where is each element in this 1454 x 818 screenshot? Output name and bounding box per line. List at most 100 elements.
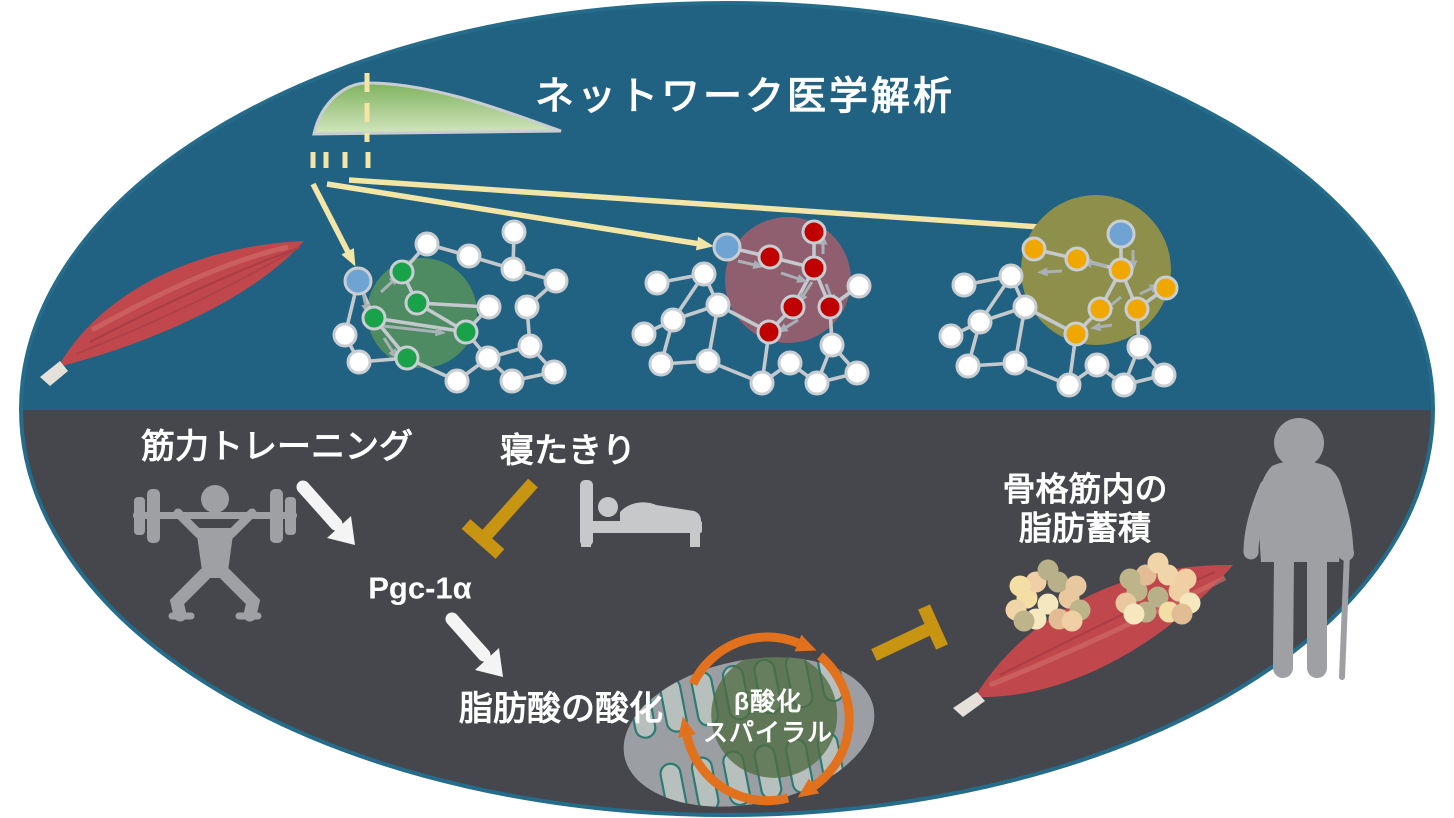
fat-cell — [1009, 575, 1031, 597]
network-node — [938, 323, 964, 349]
arrow-pgc-to-oxidation — [445, 612, 503, 677]
seed-node — [343, 266, 373, 296]
network-node — [801, 219, 827, 245]
network-node — [951, 272, 977, 298]
network-module-red — [631, 217, 872, 396]
network-node — [817, 294, 843, 320]
network-node — [404, 290, 430, 316]
network-node — [475, 345, 501, 371]
network-node — [998, 263, 1024, 289]
network-node — [361, 305, 387, 331]
network-node — [695, 348, 721, 374]
label-fat-accumulation-line1: 骨格筋内の — [1003, 471, 1168, 508]
network-node — [1012, 294, 1038, 320]
mapping-arrows — [310, 177, 1113, 267]
network-node — [749, 370, 775, 396]
fat-cell — [1013, 610, 1035, 632]
arrow-training-to-pgc — [296, 480, 355, 545]
inhibition-tbar-fat — [871, 604, 948, 661]
mapping-arrow-right — [348, 177, 1113, 238]
network-node — [1124, 296, 1150, 322]
network-node — [332, 322, 358, 348]
network-node — [967, 309, 993, 335]
network-node — [644, 270, 670, 296]
network-node — [648, 351, 674, 377]
network-node — [631, 321, 657, 347]
bed-icon — [580, 480, 702, 547]
network-node — [1126, 334, 1152, 360]
seed-node — [1106, 219, 1136, 249]
tendon-tip — [953, 692, 985, 717]
fat-cell — [1037, 593, 1059, 615]
network-node — [955, 353, 981, 379]
distribution-curve-icon — [310, 73, 562, 168]
network-node — [501, 219, 527, 245]
network-node — [499, 368, 525, 394]
network-node — [476, 294, 502, 320]
flow-arrow — [1090, 322, 1113, 332]
network-node — [414, 231, 440, 257]
flow-arrow — [382, 337, 398, 360]
network-edge — [373, 316, 467, 334]
flow-arrow — [798, 281, 814, 304]
weightlifter-icon — [133, 485, 297, 622]
network-node — [1021, 236, 1047, 262]
label-bedridden: 寝たきり — [500, 431, 636, 470]
network-node — [1064, 246, 1090, 272]
flow-arrow — [777, 318, 799, 333]
network-node — [705, 292, 731, 318]
fat-cell — [1061, 610, 1083, 632]
network-node — [844, 360, 870, 386]
fat-cell — [1147, 552, 1169, 574]
network-node — [543, 268, 569, 294]
network-module-yellow — [938, 195, 1179, 398]
label-pgc1a: Pgc-1α — [368, 571, 471, 606]
tendon-tip — [40, 361, 68, 386]
muscle-icon — [40, 241, 304, 386]
label-beta-oxidation-line1: β酸化 — [734, 687, 802, 716]
network-node — [1087, 296, 1113, 322]
fat-cell — [1065, 575, 1087, 597]
network-node — [1108, 257, 1134, 283]
network-node — [1151, 362, 1177, 388]
cane — [1339, 550, 1350, 680]
network-node — [756, 319, 782, 345]
beta-oxidation-cycle-arrowheads — [678, 634, 820, 798]
flow-arrow — [1081, 258, 1108, 268]
network-node — [1084, 352, 1110, 378]
cluster-highlight-circle — [1021, 195, 1171, 345]
fat-cell — [1147, 586, 1169, 608]
network-node — [500, 256, 526, 282]
fat-cell-cluster-left — [1005, 559, 1091, 632]
network-node — [804, 370, 830, 396]
sample-tick-marks — [310, 152, 371, 168]
flow-arrow — [379, 274, 400, 294]
inhibition-tbar-bedridden — [461, 478, 538, 559]
mitochondria-icon — [623, 646, 875, 818]
network-node — [777, 350, 803, 376]
label-beta-oxidation-line2: スパイラル — [703, 719, 833, 747]
flow-arrow — [1037, 267, 1063, 277]
flow-arrow — [361, 292, 371, 315]
page-title: ネットワーク医学解析 — [535, 76, 955, 119]
network-node — [846, 273, 872, 299]
network-node — [1111, 372, 1137, 398]
flow-arrow — [1103, 295, 1122, 312]
ellipse-border — [19, 1, 1435, 817]
network-node — [780, 294, 806, 320]
label-fatty-acid-oxidation: 脂肪酸の酸化 — [459, 690, 663, 728]
mitochondria-inner-matrix — [711, 651, 838, 778]
network-node — [757, 244, 783, 270]
fat-cell — [1123, 603, 1145, 625]
network-node — [444, 368, 470, 394]
label-training: 筋力トレーニング — [141, 428, 413, 466]
network-node — [660, 307, 686, 333]
network-module-green — [332, 219, 569, 394]
beta-oxidation-cycle-icon — [682, 632, 854, 806]
network-node — [394, 345, 420, 371]
flow-arrow — [1139, 283, 1161, 296]
network-node — [819, 332, 845, 358]
network-node — [1056, 372, 1082, 398]
